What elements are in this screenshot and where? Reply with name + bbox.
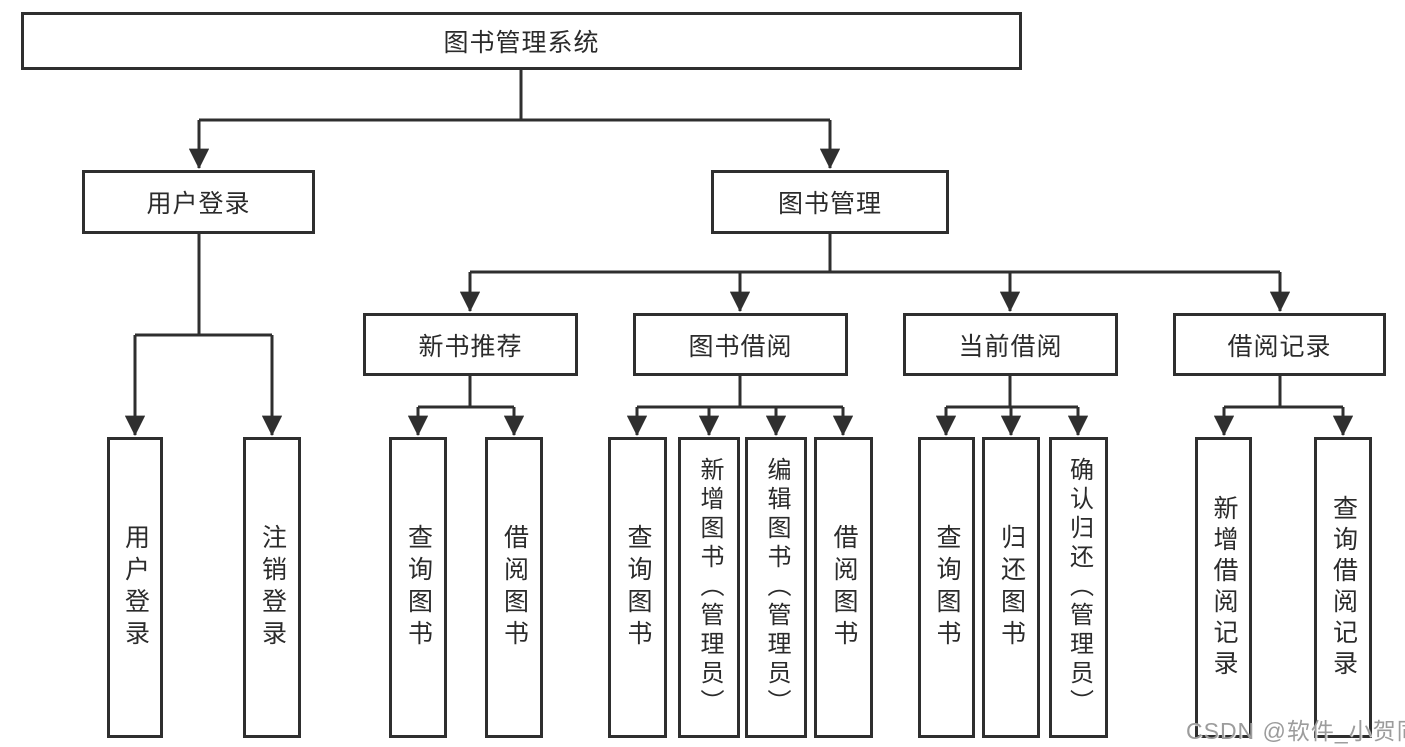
leaf-logout-label: 注销登录 <box>258 523 287 652</box>
leaf-return-book-label: 归还图书 <box>997 523 1026 652</box>
connector-root <box>188 70 841 170</box>
node-borrow-records-label: 借阅记录 <box>1227 332 1332 361</box>
leaf-add-borrow-record-label: 新增借阅记录 <box>1210 494 1238 681</box>
leaf-borrow-book-label: 借阅图书 <box>830 523 858 652</box>
leaf-borrow-book-recommend-label: 借阅图书 <box>500 523 529 652</box>
csdn-watermark: CSDN @软件_小贺同学 <box>1186 718 1405 744</box>
leaf-query-borrow-record-label: 查询借阅记录 <box>1329 494 1358 681</box>
connector-book-management <box>459 234 1291 313</box>
leaf-return-book: 归还图书 <box>982 437 1040 738</box>
leaf-confirm-return-admin: 确认归还（管理员） <box>1049 437 1108 738</box>
leaf-edit-book-admin-label: 编辑图书（管理员） <box>763 457 790 718</box>
connector-new-book-recommend <box>407 376 525 437</box>
node-book-borrow: 图书借阅 <box>633 313 848 376</box>
leaf-query-book-current: 查询图书 <box>918 437 975 738</box>
node-user-login-label: 用户登录 <box>146 190 251 218</box>
node-borrow-records: 借阅记录 <box>1173 313 1386 376</box>
connector-borrow-records <box>1213 376 1354 437</box>
leaf-confirm-return-admin-label: 确认归还（管理员） <box>1065 457 1093 718</box>
leaf-edit-book-admin: 编辑图书（管理员） <box>745 437 807 738</box>
node-book-borrow-label: 图书借阅 <box>688 332 793 361</box>
leaf-add-book-admin: 新增图书（管理员） <box>678 437 740 738</box>
connector-user-login <box>124 234 283 437</box>
node-book-management: 图书管理 <box>711 170 949 234</box>
leaf-query-book-recommend: 查询图书 <box>389 437 447 738</box>
node-book-management-label: 图书管理 <box>777 190 882 218</box>
connector-book-borrow <box>626 376 854 437</box>
node-new-book-recommend: 新书推荐 <box>363 313 578 376</box>
node-user-login: 用户登录 <box>82 170 315 234</box>
node-new-book-recommend-label: 新书推荐 <box>418 332 523 361</box>
leaf-query-book-recommend-label: 查询图书 <box>404 523 433 652</box>
leaf-user-login: 用户登录 <box>107 437 163 738</box>
leaf-borrow-book: 借阅图书 <box>814 437 873 738</box>
leaf-query-book-borrow: 查询图书 <box>608 437 667 738</box>
leaf-query-borrow-record: 查询借阅记录 <box>1314 437 1372 738</box>
leaf-add-book-admin-label: 新增图书（管理员） <box>696 457 723 718</box>
connector-current-borrow <box>935 376 1089 437</box>
leaf-user-login-label: 用户登录 <box>121 523 150 652</box>
leaf-logout: 注销登录 <box>243 437 301 738</box>
node-current-borrow: 当前借阅 <box>903 313 1118 376</box>
leaf-query-book-current-label: 查询图书 <box>933 523 961 652</box>
node-library-system: 图书管理系统 <box>21 12 1022 70</box>
leaf-borrow-book-recommend: 借阅图书 <box>485 437 543 738</box>
leaf-query-book-borrow-label: 查询图书 <box>624 523 652 652</box>
node-current-borrow-label: 当前借阅 <box>958 332 1063 361</box>
leaf-add-borrow-record: 新增借阅记录 <box>1195 437 1252 738</box>
node-library-system-label: 图书管理系统 <box>443 29 600 57</box>
